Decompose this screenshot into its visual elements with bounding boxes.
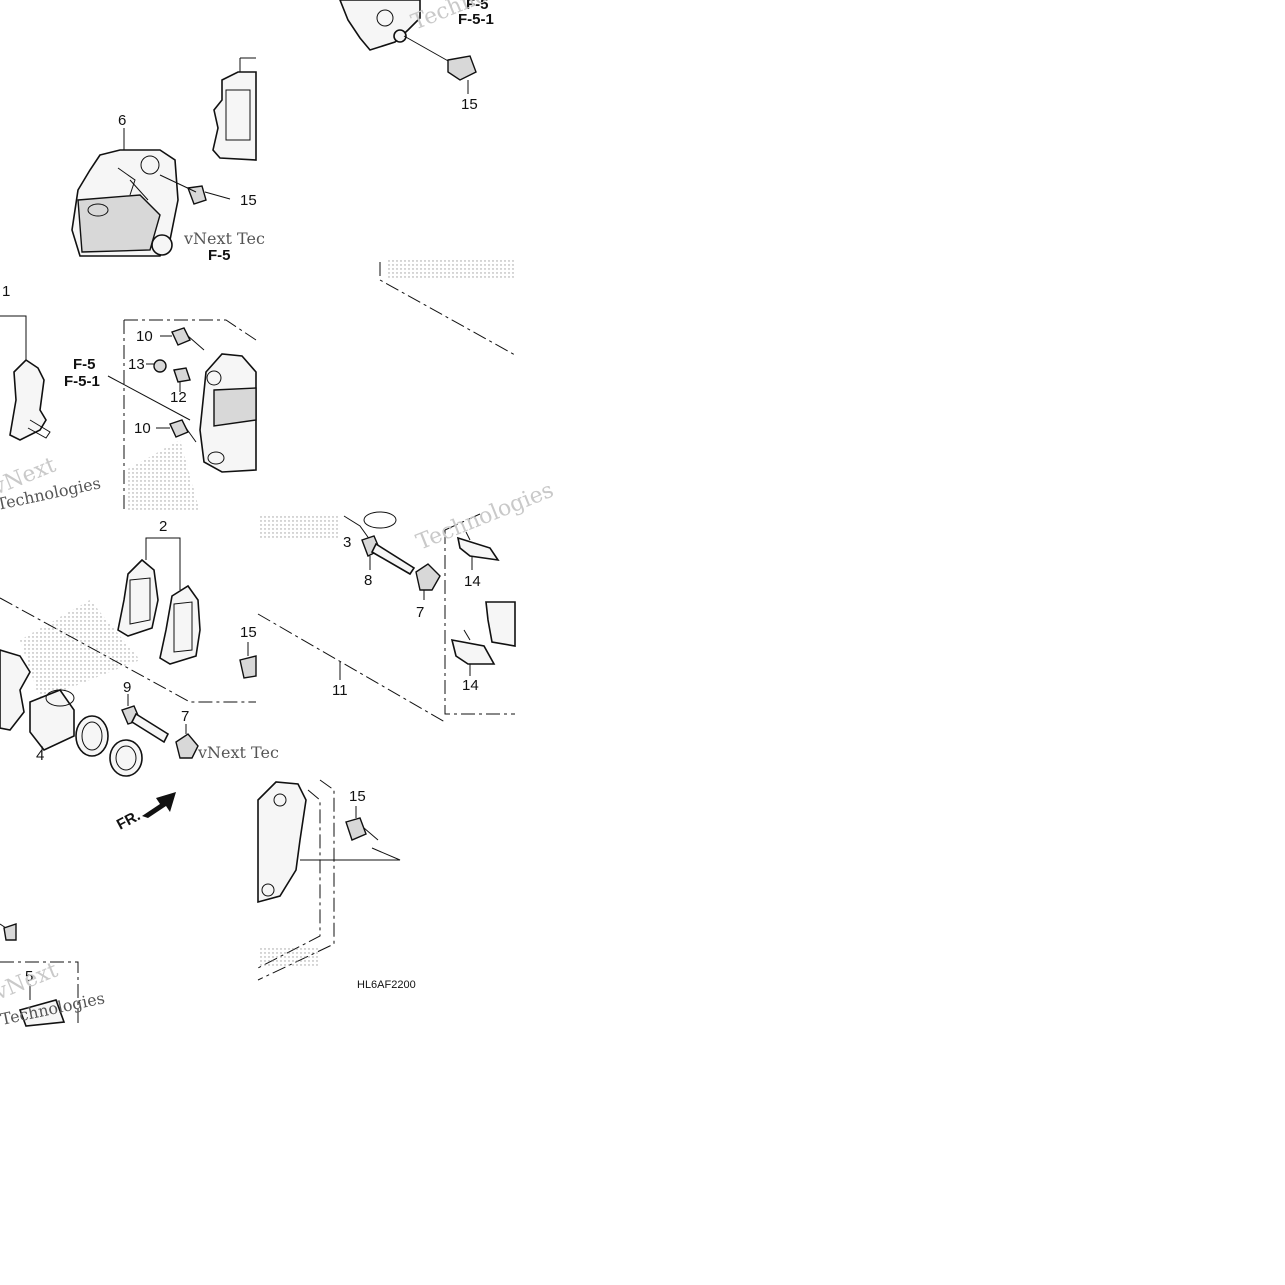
boot-7-left: [175, 724, 199, 759]
label-15-b: 15: [461, 96, 478, 113]
bolt-15-top: [403, 35, 477, 94]
label-5: 5: [25, 968, 33, 985]
label-15-a: 15: [240, 192, 257, 209]
seal-rings: [75, 715, 143, 777]
tile-top-right: 15 F-5 F-5-1 Techno: [339, 0, 516, 356]
label-3: 3: [343, 534, 351, 551]
tile-lower-left: 2 4 9: [0, 518, 279, 777]
watermark-text: vNext Tec: [183, 229, 265, 248]
label-12: 12: [170, 389, 187, 406]
clip-14-upper: [456, 531, 500, 570]
label-1: 1: [2, 283, 10, 300]
label-14-b: 14: [462, 677, 479, 694]
watermark-vnext-tec: vNext Tec: [197, 743, 279, 762]
bolt-10-upper: [160, 327, 205, 351]
caliper-partial: [0, 649, 31, 731]
caliper-body: [71, 149, 179, 257]
label-10-b: 10: [134, 420, 151, 437]
clip-14-lower: [450, 629, 496, 676]
label-10-a: 10: [136, 328, 153, 345]
diagram-code: HL6AF2200: [357, 979, 416, 991]
bolt-lower-left: [0, 923, 17, 941]
ref-mid-a: F-5: [73, 356, 96, 373]
brake-pad-top: [212, 57, 257, 161]
label-13: 13: [128, 356, 145, 373]
label-15-c: 15: [240, 624, 257, 641]
bolt-15-left: [159, 174, 231, 205]
label-15-d: 15: [349, 788, 366, 805]
tile-mid-left: 1 F-5 F-5-1 10 13 12 10: [0, 283, 257, 514]
brake-pad-2a: [117, 558, 159, 637]
bolt-15-mid: [239, 642, 257, 679]
label-14-a: 14: [464, 573, 481, 590]
tile-lower-right: 15 FR. 5 vNext Technologies HL6AF2200: [0, 779, 416, 1029]
pin-8: [361, 535, 416, 576]
bolt-15-bracket: [300, 806, 401, 861]
label-7-b: 7: [416, 604, 424, 621]
bolt-10-lower: [156, 419, 197, 443]
brake-pad-2b: [159, 584, 201, 665]
label-9: 9: [123, 679, 131, 696]
caliper-bracket: [199, 353, 257, 473]
label-6: 6: [118, 112, 126, 129]
fr-label: FR.: [114, 807, 143, 833]
ref-top-b: F-5-1: [458, 11, 494, 28]
label-8: 8: [364, 572, 372, 589]
label-4: 4: [36, 747, 44, 764]
piston-4: [29, 689, 75, 752]
label-11: 11: [332, 682, 348, 699]
ref-cut: F-5: [208, 247, 231, 264]
fr-direction-arrow: FR.: [114, 792, 176, 834]
label-7-a: 7: [181, 708, 189, 725]
label-2: 2: [159, 518, 167, 535]
tile-mid-right: 3 8 7 14 14 11 Te: [257, 478, 557, 723]
tile-top-left: 6 15 vNext Tec F-5: [71, 57, 265, 264]
ref-top-a: F-5: [466, 0, 489, 13]
brake-pad-1: [9, 358, 51, 441]
caliper-top: [339, 0, 421, 51]
watermark-tech-b: Technologies: [413, 478, 557, 556]
bleeder-13: [146, 359, 167, 373]
ref-mid-b: F-5-1: [64, 373, 100, 390]
boot-7-right: [415, 563, 441, 600]
pad-partial-right: [485, 601, 516, 647]
cap-12: [173, 367, 191, 392]
pin-9: [121, 694, 170, 744]
